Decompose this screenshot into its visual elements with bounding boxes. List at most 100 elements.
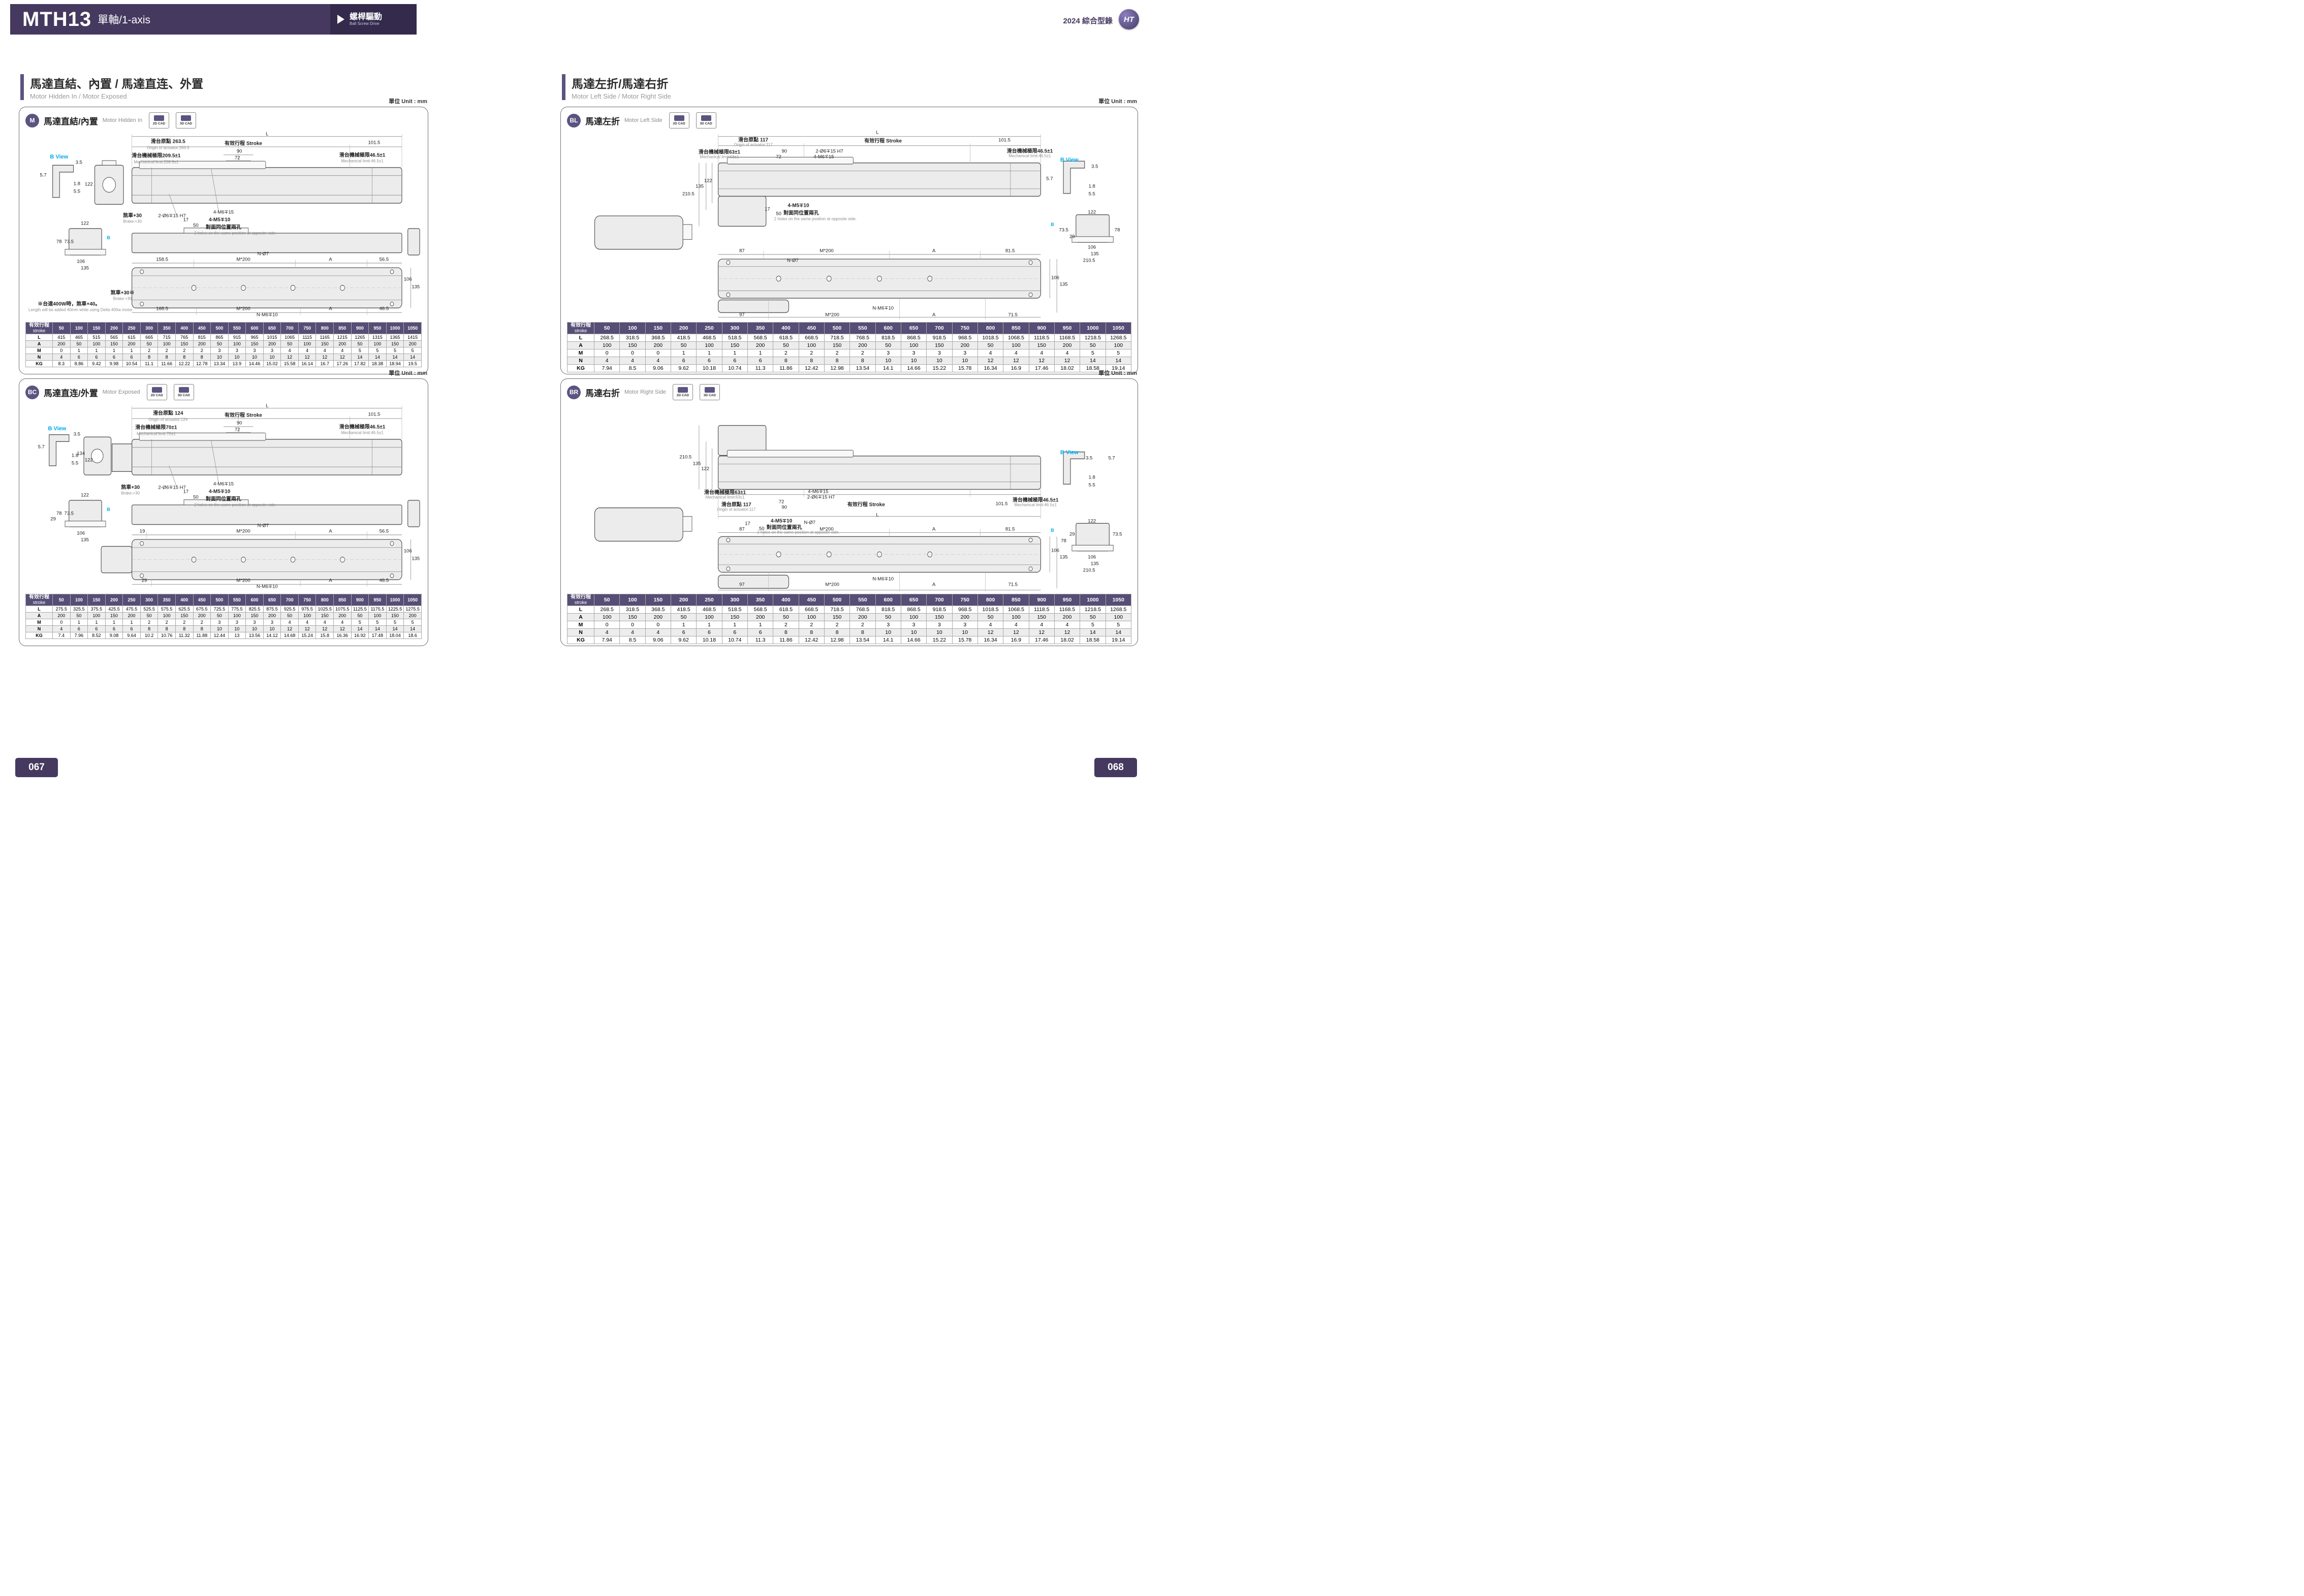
spec-value: 100 [87,340,106,347]
spec-value: 875.5 [263,605,281,613]
spec-value: 11.86 [773,635,799,644]
spec-value: 12.78 [193,360,211,367]
spec-value: 9.62 [670,635,697,644]
drawing-annotation: 3.5 [1091,164,1098,170]
spec-value: 12 [1054,628,1081,636]
cad-3d-button[interactable]: 3D CAD [176,112,196,129]
stroke-value-header: 50 [52,322,71,334]
drawing-annotation: Origin of actuator:117 [734,142,773,147]
panel-subtitle: Motor Exposed [102,389,140,395]
spec-value: 765 [175,333,194,341]
drawing-annotation: 1.8 [1088,474,1095,481]
spec-value: 100 [593,613,620,621]
page-header: MTH13 單軸/1-axis [10,4,330,35]
drawing-annotation: 煞車+30※ [110,290,135,296]
drawing-annotation: 對面同位置兩孔 [766,525,802,531]
drawing-annotation: 101.5 [368,411,381,418]
panel-motor-right-side: 單位 Unit : mm BR 馬達右折 Motor Right Side 2D… [560,370,1138,646]
spec-value: 3 [875,348,901,357]
spec-value: 18.38 [368,360,387,367]
drawing-annotation: 101.5 [995,501,1008,507]
spec-value: 0 [645,348,671,357]
spec-value: 150 [619,341,646,349]
unit-label: 單位 Unit : mm [1098,370,1137,376]
drawing-annotation: 72 [235,427,240,433]
spec-value: 50 [210,340,229,347]
drawing-annotation: 135 [81,265,89,271]
stroke-value-header: 400 [175,322,194,334]
row-label: KG [567,635,594,644]
model-title: MTH13 [22,8,92,30]
spec-value: 200 [193,340,211,347]
drawing-annotation: 135 [1059,554,1068,560]
spec-value: 100 [368,340,387,347]
stroke-value-header: 450 [798,322,825,334]
cad-2d-button[interactable]: 2D CAD [672,384,693,400]
stroke-value-header: 400 [773,322,799,334]
spec-value: 12.44 [210,631,229,639]
drawing-annotation: 90 [781,504,787,510]
spec-value: 200 [403,612,422,619]
cad-3d-button[interactable]: 3D CAD [696,112,716,129]
spec-value: 1 [105,618,123,626]
cad-3d-button[interactable]: 3D CAD [173,384,194,400]
spec-value: 3 [263,346,281,354]
spec-value: 150 [824,341,850,349]
cad-screen-icon [178,387,189,393]
spec-value: 11.88 [193,631,211,639]
spec-value: 2 [798,620,825,629]
drawing-annotation: 135 [1090,561,1099,567]
spec-value: 3 [875,620,901,629]
spec-value: 10 [952,356,978,365]
unit-label: 單位 Unit : mm [389,370,427,376]
cad-3d-button[interactable]: 3D CAD [699,384,720,400]
cad-2d-button[interactable]: 2D CAD [149,112,169,129]
brand-logo: HT [1119,9,1139,29]
spec-value: 100 [157,612,176,619]
drawing-annotation: 71.5 [1008,312,1018,318]
drawing-annotation: 1.8 [73,181,80,187]
stroke-value-header: 1050 [403,594,422,606]
spec-value: 1415 [403,333,422,341]
drive-type-badge: 螺桿驅動 Ball Screw Drive [330,4,417,35]
spec-value: 16.9 [1003,635,1029,644]
spec-value: 0 [52,618,71,626]
drawing-annotation: 122 [84,181,93,187]
stroke-value-header: 50 [593,322,620,334]
spec-value: 4 [977,620,1004,629]
spec-value: 8 [193,353,211,361]
spec-value: 50 [977,341,1004,349]
spec-value: 4 [298,618,317,626]
drawing-annotation: 2 holes on the same position at opposite… [774,216,857,221]
drawing-annotation: 29 [141,578,147,584]
drawing-annotation: 有效行程 Stroke [864,138,902,144]
drawing-annotation: 3.5 [73,431,80,437]
drawing-annotation: 2-Ø6∓15 H7 [158,213,186,219]
stroke-value-header: 100 [70,594,88,606]
spec-value: 1265 [351,333,369,341]
spec-value: 5 [1105,348,1132,357]
row-label: N [25,625,53,632]
spec-value: 200 [52,612,71,619]
spec-value: 4 [298,346,317,354]
spec-value: 8 [157,625,176,632]
stroke-value-header: 250 [696,322,722,334]
spec-value: 9.06 [645,635,671,644]
catalog-spread: MTH13 單軸/1-axis 螺桿驅動 Ball Screw Drive 20… [0,0,1152,798]
spec-value: 50 [351,340,369,347]
drawing-svg [49,406,420,587]
spec-value: 6 [721,356,748,365]
drawing-annotation: 122 [1088,518,1096,524]
spec-value: 9.06 [645,364,671,372]
cad-2d-button[interactable]: 2D CAD [669,112,689,129]
spec-value: 9.42 [87,360,106,367]
spec-value: 50 [140,612,159,619]
drawing-annotation: A [932,248,936,254]
drawing-annotation: 71.5 [1008,582,1018,588]
drawing-annotation: Brake:+30 [113,296,132,301]
cad-2d-button[interactable]: 2D CAD [146,384,167,400]
panel-badge: M [25,113,39,127]
spec-value: 715 [157,333,176,341]
